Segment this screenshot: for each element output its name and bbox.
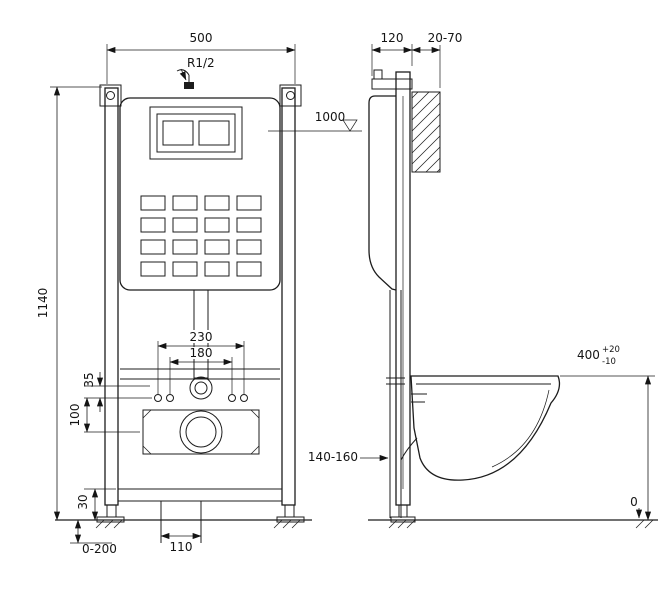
foot-left (106, 504, 117, 518)
flush-button-left (162, 120, 194, 146)
bowl-outlet-elbow (400, 437, 418, 461)
side-foot (398, 504, 408, 518)
waste-outlet-inner (185, 416, 217, 448)
inlet-thread-label: R1/2 (187, 56, 215, 70)
ground-hatch (95, 519, 654, 529)
frame-rail-right (281, 87, 296, 506)
water-level-icon (342, 119, 358, 132)
bottom-cross-member (117, 488, 283, 502)
bowl-height-label: 400 (577, 348, 600, 362)
bowl-tolerance-minus-label: -10 (602, 357, 616, 367)
span-outer-label: 230 (190, 330, 213, 344)
corner-plate-right (279, 84, 302, 107)
flush-plate-inner (156, 113, 236, 153)
foot-right (284, 504, 295, 518)
floor-datum-label: 0 (630, 495, 638, 509)
flush-connector-inner (194, 381, 208, 395)
cistern-side-profile (368, 95, 397, 291)
corner-hole-left (106, 91, 115, 100)
flush-connector-outer (189, 376, 213, 400)
frame-depth-label: 120 (381, 31, 404, 45)
front-view-dimensions: 500 R1/2 1000 1140 230 180 35 100 (36, 31, 362, 556)
foot-range-label: 0-200 (82, 542, 117, 556)
flush-plate-outer (149, 106, 243, 160)
side-view-dimensions: 120 20-70 140-160 400 +20 -10 0 (308, 31, 655, 521)
waste-housing (142, 409, 260, 455)
water-level-label: 1000 (315, 110, 346, 124)
drain-width-label: 110 (170, 540, 193, 554)
wall-bracket-tab (373, 69, 383, 80)
tank-rib-grid (140, 195, 262, 277)
offset-small-label: 35 (82, 372, 96, 387)
wall-bracket (371, 78, 413, 90)
cistern-tank (119, 97, 281, 291)
stud-hole-inner-right (228, 394, 236, 402)
ground (55, 519, 658, 529)
span-inner-label: 180 (190, 346, 213, 360)
bowl-tolerance-plus-label: +20 (602, 345, 620, 355)
corner-plate-left (99, 84, 122, 107)
frame-rail-left (104, 87, 119, 506)
stud-hole-outer-right (240, 394, 248, 402)
outlet-range-label: 140-160 (308, 450, 358, 464)
wall-thickness-label: 20-70 (428, 31, 463, 45)
base-height-label: 30 (76, 494, 90, 509)
frame-width-label: 500 (190, 31, 213, 45)
stud-hole-outer-left (154, 394, 162, 402)
front-view (96, 69, 305, 543)
frame-height-label: 1140 (36, 288, 50, 319)
stud-hole-inner-left (166, 394, 174, 402)
wall-hatch (411, 91, 441, 173)
waste-outlet-outer (179, 410, 223, 454)
toilet-bowl-profile (410, 375, 561, 481)
flush-button-right (198, 120, 230, 146)
water-inlet-fitting (176, 69, 194, 89)
corner-hole-right (286, 91, 295, 100)
side-view (368, 69, 561, 523)
offset-mid-label: 100 (68, 404, 82, 427)
